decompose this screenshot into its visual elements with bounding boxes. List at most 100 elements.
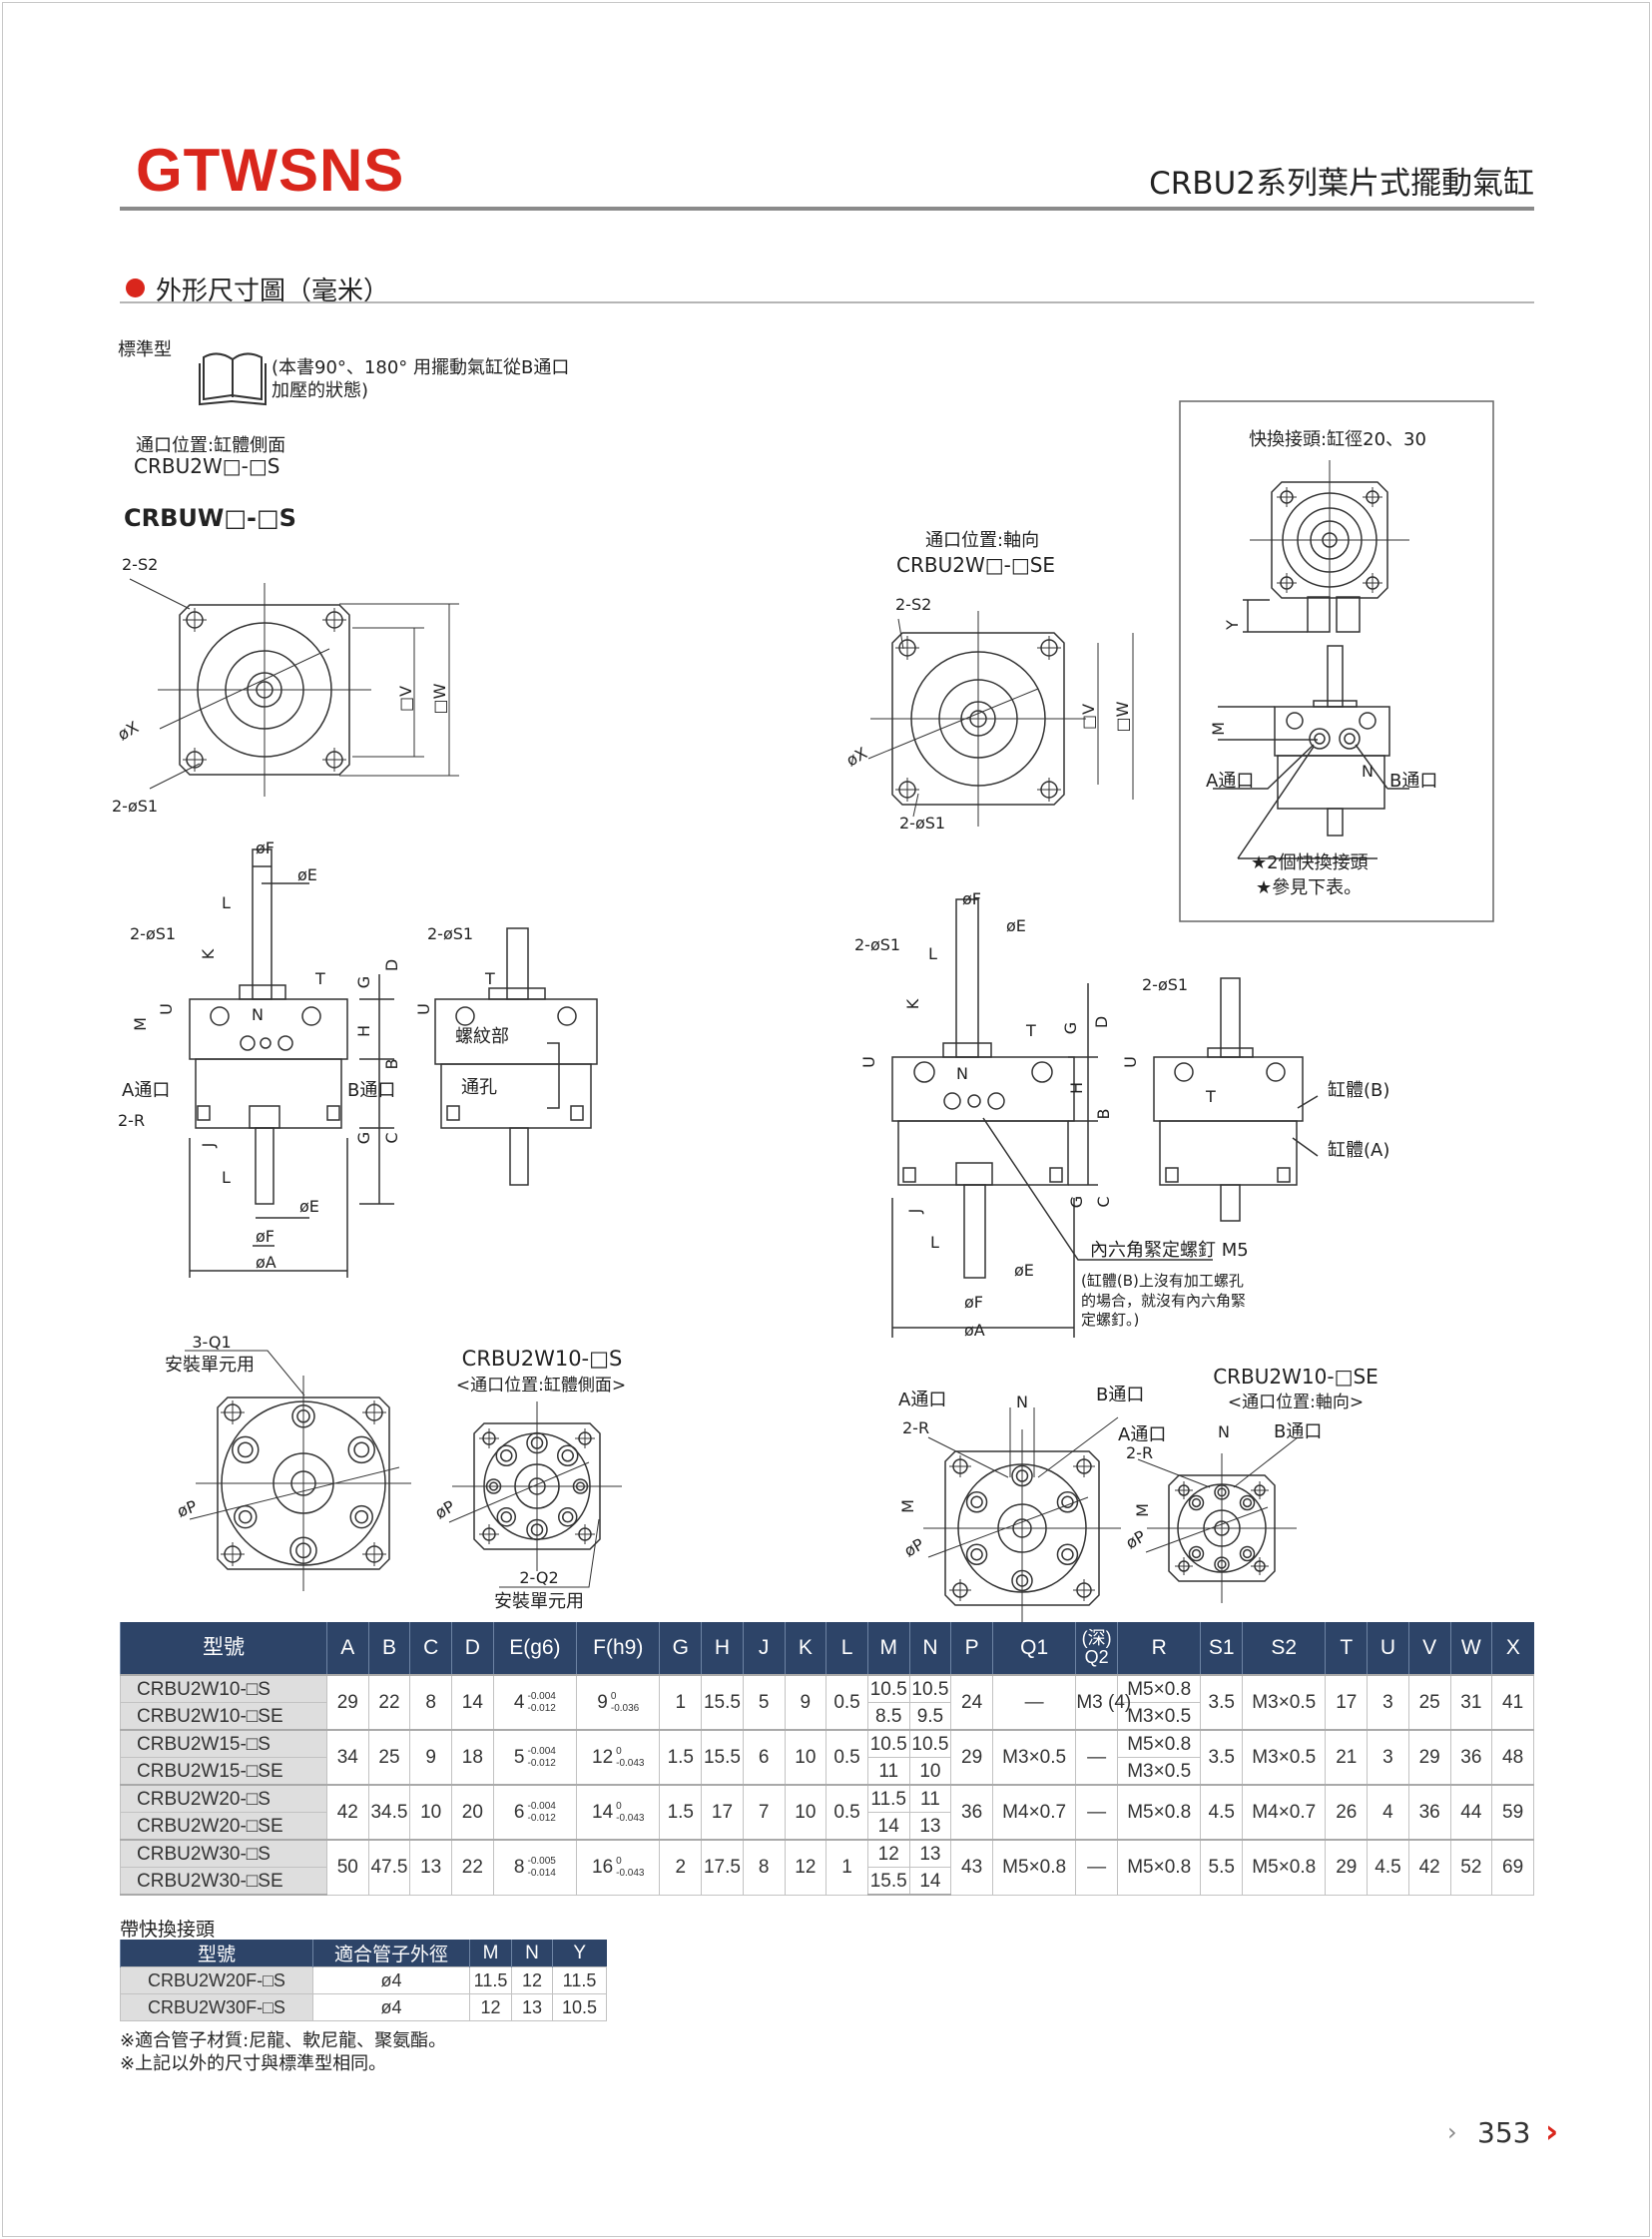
type-label: 標準型 xyxy=(118,339,172,360)
plan-view-mount-2q2 xyxy=(452,1401,622,1571)
drawing-label-a-port: A通口 xyxy=(1206,771,1254,792)
drawing-label-g2: G xyxy=(354,1132,373,1144)
drawing-label-port-pos: 通口位置:軸向 xyxy=(925,530,1039,551)
cell-w: 36 xyxy=(1449,1729,1493,1786)
model-cell: CRBU2W30F-□S xyxy=(120,1993,313,2021)
drawing-label-b-port: B通口 xyxy=(1274,1421,1322,1442)
cell-u: 3 xyxy=(1367,1729,1409,1786)
cell-u: 3 xyxy=(1367,1674,1409,1731)
drawing-label-s1: 2-øS1 xyxy=(112,797,158,816)
mounting-boss xyxy=(496,1506,517,1527)
model-cell: CRBU2W30-□SE xyxy=(120,1867,327,1896)
cell-k: 12 xyxy=(784,1839,827,1896)
mounting-boss xyxy=(495,1444,518,1467)
header-n: N xyxy=(908,1622,951,1675)
drawing-label-note2: 的場合，就沒有內六角緊 xyxy=(1081,1292,1246,1310)
tolerance: 0-0.036 xyxy=(611,1691,639,1715)
header-s1: S1 xyxy=(1200,1622,1243,1675)
plan-view-quick-connector xyxy=(1250,460,1409,620)
drawing-label-a-port: A通口 xyxy=(1118,1424,1166,1445)
tolerance-lo: -0.012 xyxy=(527,1812,556,1824)
section-divider xyxy=(120,301,1534,303)
drawing-label-f: øF xyxy=(962,889,981,908)
cell-e: 4-0.004-0.012 xyxy=(492,1674,578,1731)
cell-m: 10.5 xyxy=(866,1674,910,1703)
drawing-label-a-port: A通口 xyxy=(898,1390,946,1410)
drawing-label-s1: 2-øS1 xyxy=(427,924,473,943)
cell-a: 42 xyxy=(325,1784,369,1841)
drawing-label-l2: L xyxy=(222,1168,231,1187)
cell-s2: M3×0.5 xyxy=(1242,1729,1327,1786)
tolerance: -0.004-0.012 xyxy=(527,1691,555,1715)
cell-p: 36 xyxy=(950,1784,993,1841)
drawing-label-body-a: 缸體(A) xyxy=(1328,1139,1389,1161)
drawing-label-u: U xyxy=(859,1056,878,1068)
cell-j: 8 xyxy=(742,1839,786,1896)
mounting-boss xyxy=(1056,1543,1079,1565)
quick-connector-table: 型號 適合管子外徑 M N Y CRBU2W20F-□S ø4 11.5 12 … xyxy=(120,1940,607,2021)
nominal-value: 4 xyxy=(513,1691,525,1713)
mounting-boss xyxy=(234,1504,258,1529)
cell-m: 11.5 xyxy=(866,1784,910,1813)
cell-n: 13 xyxy=(908,1839,952,1868)
drawing-label-t: T xyxy=(1205,1087,1216,1106)
drawing-label-f2: øF xyxy=(256,1227,275,1246)
cell-h: 15.5 xyxy=(701,1729,744,1786)
drawing-label-n: N xyxy=(956,1064,968,1083)
side-view-right xyxy=(1153,977,1319,1222)
note-material: ※適合管子材質:尼龍、軟尼龍、聚氨酯。 xyxy=(120,2030,447,2051)
cell-n: 14 xyxy=(908,1867,952,1896)
drawing-label-t: T xyxy=(1025,1021,1036,1040)
cell-r: M5×0.8 xyxy=(1116,1839,1202,1896)
drawing-label-h: H xyxy=(354,1025,373,1037)
drawing-label-w: □W xyxy=(1113,701,1132,732)
nominal-value: 9 xyxy=(597,1691,608,1713)
drawing-label-e: øE xyxy=(1006,916,1026,935)
header-q1: Q1 xyxy=(991,1622,1076,1675)
header-d: D xyxy=(451,1622,494,1675)
tube-od-cell: ø4 xyxy=(312,1966,470,1994)
cell-c: 10 xyxy=(409,1784,452,1841)
drawing-label-y: Y xyxy=(1223,620,1242,631)
header-tube-od: 適合管子外徑 xyxy=(312,1940,470,1967)
tube-od-cell: ø4 xyxy=(312,1993,470,2021)
drawing-label-e2: øE xyxy=(299,1197,319,1216)
header-f: F(h9) xyxy=(576,1622,660,1675)
y-cell: 10.5 xyxy=(552,1993,607,2021)
header-model: 型號 xyxy=(120,1622,327,1675)
cell-w: 31 xyxy=(1449,1674,1493,1731)
cell-h: 17.5 xyxy=(701,1839,744,1896)
page-title: CRBU2系列葉片式擺動氣缸 xyxy=(1149,166,1534,202)
tolerance-up: 0 xyxy=(610,1690,617,1702)
n-cell: 12 xyxy=(511,1966,553,1994)
plan-view-axial xyxy=(870,611,1086,827)
cell-m: 15.5 xyxy=(866,1867,910,1896)
header-t: T xyxy=(1325,1622,1368,1675)
quick-connector-fittings xyxy=(1243,596,1361,633)
cell-s2: M4×0.7 xyxy=(1242,1784,1327,1841)
cell-l: 0.5 xyxy=(826,1784,868,1841)
drawing-label-l2: L xyxy=(930,1233,939,1252)
cell-j: 5 xyxy=(742,1674,786,1731)
header-a: A xyxy=(325,1622,369,1675)
prev-page-icon[interactable]: › xyxy=(1447,2118,1457,2146)
cell-b: 22 xyxy=(367,1674,411,1731)
drawing-label-title: CRBU2W10-□SE xyxy=(1213,1365,1378,1389)
drawing-label-v: □V xyxy=(396,686,415,712)
mounting-boss xyxy=(1188,1545,1205,1562)
tolerance: -0.005-0.014 xyxy=(527,1856,555,1880)
side-view-left xyxy=(189,848,394,1278)
drawing-label-t: T xyxy=(484,969,495,988)
cell-v: 29 xyxy=(1407,1729,1451,1786)
header-v: V xyxy=(1407,1622,1450,1675)
cell-w: 44 xyxy=(1449,1784,1493,1841)
cell-g: 2 xyxy=(659,1839,703,1896)
cell-r: M5×0.8 xyxy=(1116,1674,1202,1703)
next-page-icon[interactable]: › xyxy=(1545,2112,1559,2150)
header-j: J xyxy=(742,1622,785,1675)
